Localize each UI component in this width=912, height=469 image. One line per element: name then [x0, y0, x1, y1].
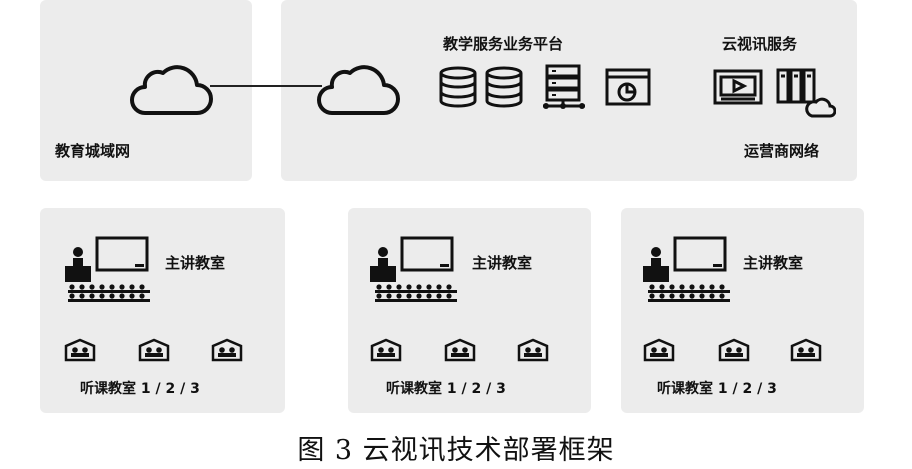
- metro-network-label: 教育城域网: [55, 142, 131, 160]
- metro-network-panel: [40, 0, 252, 181]
- students-icon: [68, 284, 152, 304]
- listening-classrooms-label: 听课教室 1 / 2 / 3: [80, 381, 200, 397]
- cloud-video-service-label: 云视讯服务: [722, 35, 798, 53]
- blackboard-icon: [95, 236, 149, 274]
- listening-classroom-icon: [790, 338, 822, 362]
- cloud-link-line: [210, 85, 322, 87]
- cloud-icon: [314, 57, 402, 117]
- listening-classroom-icon: [444, 338, 476, 362]
- classroom-site-panel: [40, 208, 285, 413]
- listening-classroom-icon: [370, 338, 402, 362]
- listening-classroom-icon: [643, 338, 675, 362]
- classroom-site-panel: [348, 208, 591, 413]
- teacher-podium-icon: [643, 246, 669, 282]
- chart-monitor-icon: [605, 68, 651, 108]
- platform-label: 教学服务业务平台: [443, 35, 564, 53]
- database-icon: [484, 66, 524, 108]
- listening-classroom-icon: [211, 338, 243, 362]
- main-classroom-label: 主讲教室: [472, 254, 533, 272]
- teacher-podium-icon: [65, 246, 91, 282]
- server-network-icon: [541, 64, 587, 112]
- listening-classroom-icon: [64, 338, 96, 362]
- main-classroom-label: 主讲教室: [165, 254, 226, 272]
- listening-classrooms-label: 听课教室 1 / 2 / 3: [386, 381, 506, 397]
- classroom-site-panel: [621, 208, 864, 413]
- listening-classroom-icon: [138, 338, 170, 362]
- students-icon: [375, 284, 459, 304]
- blackboard-icon: [673, 236, 727, 274]
- listening-classroom-icon: [718, 338, 750, 362]
- main-classroom-label: 主讲教室: [743, 254, 804, 272]
- blackboard-icon: [400, 236, 454, 274]
- figure-caption: 图 3 云视讯技术部署框架: [297, 435, 615, 466]
- students-icon: [648, 284, 732, 304]
- teacher-podium-icon: [370, 246, 396, 282]
- video-player-icon: [713, 69, 763, 105]
- cloud-icon: [127, 57, 215, 117]
- database-icon: [438, 66, 478, 108]
- cloud-server-icon: [776, 66, 836, 118]
- listening-classroom-icon: [517, 338, 549, 362]
- listening-classrooms-label: 听课教室 1 / 2 / 3: [657, 381, 777, 397]
- carrier-network-label: 运营商网络: [744, 142, 820, 160]
